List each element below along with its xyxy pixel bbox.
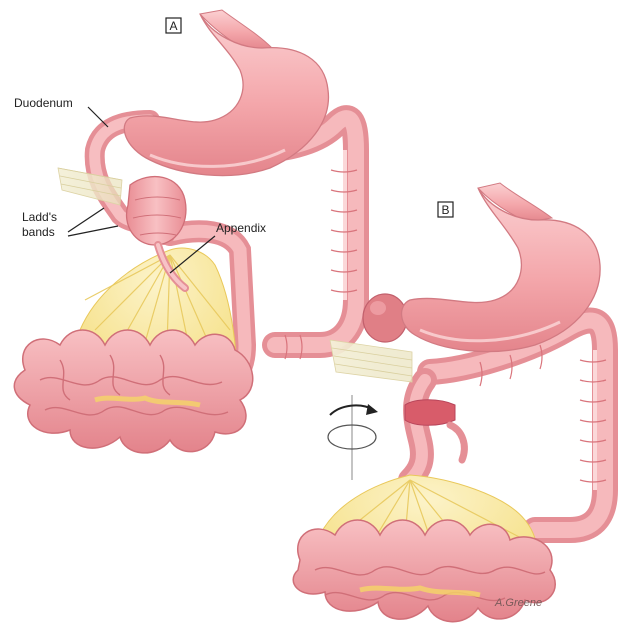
panel-a: A Duodenum Ladd's bands Appendix: [14, 10, 357, 453]
cecum-a: [127, 177, 186, 245]
panel-a-letter: A: [169, 19, 177, 33]
volvulus-ring-b: [405, 400, 455, 426]
artist-signature: A.Greene: [494, 597, 542, 609]
stomach-a: [124, 14, 328, 176]
panel-b: B A.Greene: [293, 183, 606, 622]
small-bowel-a: [14, 330, 252, 453]
panel-b-letter: B: [441, 203, 449, 217]
ladds-bands-label-line1: Ladd's: [22, 210, 57, 224]
ladds-bands-label-line2: bands: [22, 225, 55, 239]
rotation-indicator-b: [328, 395, 378, 480]
duodenum-label: Duodenum: [14, 96, 73, 110]
appendix-b: [450, 425, 464, 460]
appendix-label: Appendix: [216, 221, 266, 235]
cecum-b: [363, 294, 407, 342]
ladds-bands-b: [330, 340, 412, 382]
